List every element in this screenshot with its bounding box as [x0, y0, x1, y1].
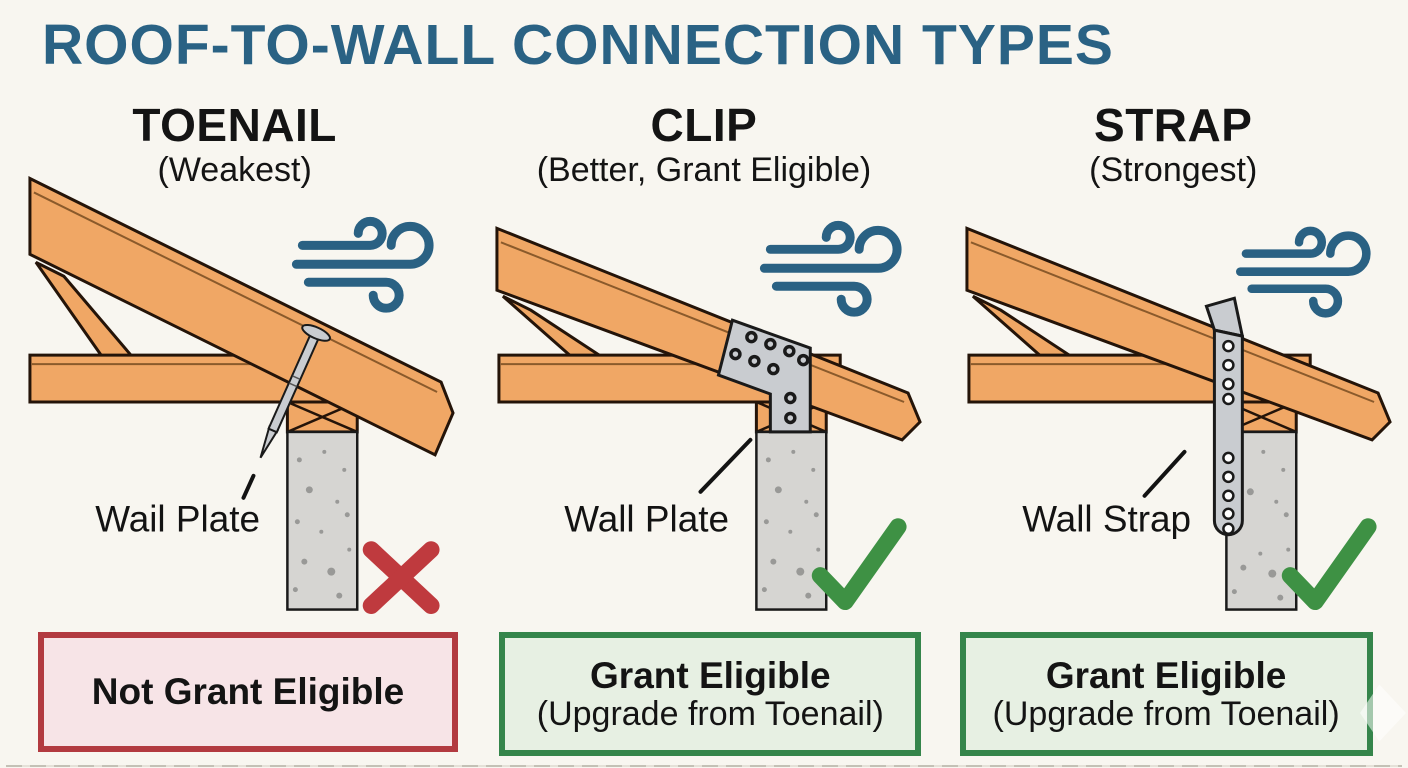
green-check-icon [1281, 518, 1377, 611]
wind-gust-icon [1235, 226, 1371, 318]
label-leader-line [1142, 449, 1187, 498]
label-leader-line [698, 437, 753, 494]
eligibility-badge: Grant Eligible (Upgrade from Toenail) [499, 632, 922, 756]
panel-strap-header: STRAP (Strongest) [939, 100, 1408, 188]
panel-toenail-header: TOENAIL (Weakest) [0, 100, 469, 188]
page-title: ROOF-TO-WALL CONNECTION TYPES [42, 13, 1114, 77]
panel-clip-header: CLIP (Better, Grant Eligible) [469, 100, 938, 188]
panel-subheading: (Weakest) [157, 150, 312, 189]
red-x-icon [362, 541, 440, 615]
connector-label: Wail Plate [95, 499, 260, 540]
panel-heading: TOENAIL [132, 99, 337, 151]
concrete-speckles [1231, 449, 1290, 601]
clip-illustration: Wall Plate [495, 220, 923, 611]
clip-screw-holes [729, 330, 810, 425]
panel-heading: STRAP [1094, 99, 1253, 151]
panel-clip: CLIP (Better, Grant Eligible) [469, 0, 938, 768]
badge-text: Grant Eligible [1045, 654, 1287, 696]
eligibility-badge: Not Grant Eligible [38, 632, 458, 752]
green-check-icon [812, 518, 907, 611]
truss-rafter [965, 226, 1392, 442]
bottom-divider [6, 765, 1402, 767]
panel-heading: CLIP [650, 99, 758, 151]
truss-rafter [495, 226, 923, 442]
panel-subheading: (Better, Grant Eligible) [536, 150, 872, 189]
strap-nail-holes [1221, 339, 1235, 535]
panel-strap: STRAP (Strongest) [939, 0, 1408, 768]
connector-label: Wall Strap [1022, 499, 1191, 540]
badge-text: Grant Eligible [590, 654, 831, 696]
strap-illustration: Wall Strap [965, 226, 1392, 611]
hurricane-clip [716, 318, 813, 434]
panel-toenail: TOENAIL (Weakest) [0, 0, 469, 768]
concrete-wall [286, 430, 359, 611]
badge-text: Not Grant Eligible [91, 671, 405, 713]
truss-rafter [28, 176, 455, 457]
label-leader-line [241, 473, 256, 500]
concrete-speckles [762, 449, 821, 599]
badge-subtext: (Upgrade from Toenail) [536, 695, 884, 734]
connector-label: Wall Plate [565, 499, 730, 540]
panel-subheading: (Strongest) [1089, 150, 1258, 189]
badge-subtext: (Upgrade from Toenail) [992, 695, 1340, 734]
toenail-nail [259, 323, 331, 459]
hurricane-strap [1204, 296, 1244, 537]
toenail-illustration: Wail Plate [28, 176, 455, 615]
concrete-speckles [292, 449, 352, 599]
eligibility-badge: Grant Eligible (Upgrade from Toenail) [959, 632, 1373, 756]
wind-gust-icon [291, 216, 434, 313]
wind-gust-icon [760, 220, 902, 317]
